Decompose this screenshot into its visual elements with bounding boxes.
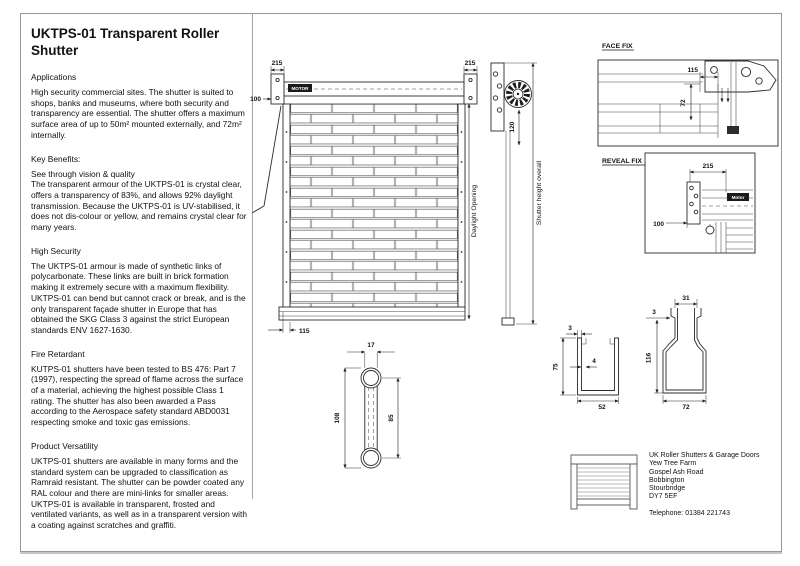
section-body: The UKTPS-01 armour is made of synthetic…: [31, 260, 246, 335]
section-body: UKTPS-01 shutters are available in many …: [31, 455, 247, 531]
dim-label: 108: [334, 412, 341, 423]
motor-label: Motor: [732, 195, 745, 200]
section-body: The transparent armour of the UKTPS-01 i…: [31, 179, 247, 233]
shutter-icon: [570, 454, 638, 510]
dim-label: 75: [553, 363, 560, 371]
guide-rail-section: 3 75 4 52: [553, 325, 619, 411]
column-divider: [252, 14, 253, 499]
link-detail: 17 108 85: [334, 342, 401, 469]
face-fix-title: FACE FIX: [602, 43, 633, 50]
section-heading: Key Benefits:: [31, 153, 81, 164]
section-applications: Applications High security commercial si…: [31, 72, 247, 141]
dim-label: 215: [465, 60, 476, 67]
section-lead: See through vision & quality: [31, 168, 135, 179]
section-fire-retardant: Fire Retardant KUTPS-01 shutters have be…: [31, 349, 247, 428]
dim-label: 3: [652, 309, 656, 316]
section-body: KUTPS-01 shutters have been tested to BS…: [31, 363, 244, 428]
section-heading: Applications: [31, 72, 77, 82]
contact-block: UK Roller Shutters & Garage Doors Yew Tr…: [649, 452, 779, 518]
dim-label: 120: [509, 121, 516, 132]
dim-label: 52: [598, 404, 606, 411]
dim-label: 72: [682, 404, 690, 411]
address-line: Stourbridge: [649, 485, 686, 493]
bottom-rail-section: 31 3 116 72: [646, 295, 707, 411]
dim-label: 215: [272, 60, 283, 67]
face-fix-detail: FACE FIX 115 72: [597, 43, 779, 147]
shutter-height-label: Shutter height overall: [536, 160, 543, 225]
section-heading: High Security: [31, 245, 81, 256]
page-border: UKTPS-01 Transparent Roller Shutter Appl…: [20, 13, 782, 552]
daylight-opening-label: Daylight Opening: [471, 185, 478, 237]
address-line: DY7 5EF: [649, 493, 678, 501]
dim-label: 31: [682, 295, 690, 302]
dim-label: 116: [646, 352, 653, 363]
telephone: Telephone: 01384 221743: [649, 509, 730, 517]
reveal-fix-detail: REVEAL FIX 215 Motor 100: [602, 152, 756, 254]
address-line: Gospel Ash Road: [649, 468, 704, 476]
dim-label: 4: [592, 358, 596, 365]
dim-label: 85: [388, 414, 395, 422]
text-column: UKTPS-01 Transparent Roller Shutter Appl…: [31, 26, 247, 531]
section-heading: Fire Retardant: [31, 348, 85, 359]
dim-label: 3: [568, 325, 572, 332]
section-heading: Product Versatility: [31, 440, 99, 451]
section-product-versatility: Product Versatility UKTPS-01 shutters ar…: [31, 441, 247, 531]
motor-label-box: [727, 193, 749, 201]
dim-label: 100: [653, 221, 664, 228]
dim-label: 215: [703, 163, 714, 170]
dim-label: 72: [680, 99, 687, 107]
side-section: 120 Shutter height overall: [490, 62, 543, 326]
address-line: Yew Tree Farm: [649, 460, 697, 468]
company-name: UK Roller Shutters & Garage Doors: [649, 452, 760, 459]
section-key-benefits: Key Benefits: See through vision & quali…: [31, 154, 247, 233]
dim-label: 17: [367, 342, 375, 349]
reveal-fix-title: REVEAL FIX: [602, 158, 642, 165]
dim-label: 100: [250, 96, 261, 103]
section-high-security: High Security The UKTPS-01 armour is mad…: [31, 246, 247, 336]
section-body: High security commercial sites. The shut…: [31, 87, 245, 140]
page-title: UKTPS-01 Transparent Roller Shutter: [31, 26, 220, 58]
address-line: Bobbington: [649, 476, 685, 484]
motor-label: MOTOR: [291, 86, 309, 91]
dim-label: 115: [688, 67, 699, 74]
dim-label: 115: [299, 328, 310, 335]
motor-label-box: [288, 84, 312, 92]
front-elevation: MOTOR 215 215 100 115 Daylight Opening: [250, 60, 478, 335]
